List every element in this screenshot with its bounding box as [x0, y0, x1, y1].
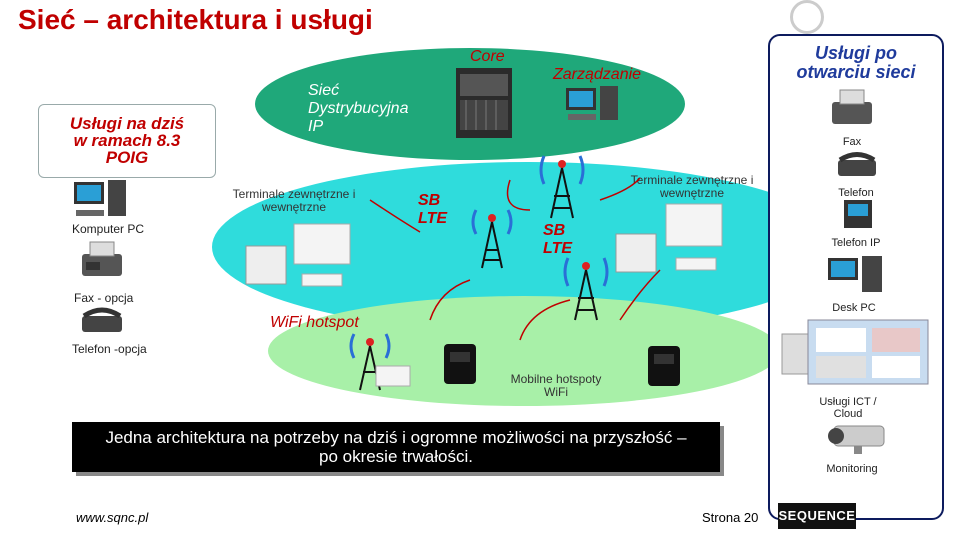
current-services-line3: POIG	[105, 148, 149, 167]
management-label: Zarządzanie	[553, 66, 642, 83]
wifi-hotspot-label: WiFi hotspot	[270, 314, 359, 331]
distribution-label: Sieć Dystrybucyjna IP	[308, 82, 409, 135]
footer-url[interactable]: www.sqnc.pl	[76, 510, 149, 525]
desk-pc-service-label: Desk PC	[832, 302, 876, 314]
fax-icon	[82, 241, 122, 276]
summary-banner-line1: Jedna architektura na potrzeby na dziś i…	[105, 428, 687, 447]
page-number: Strona 20	[702, 510, 759, 525]
phone-icon	[82, 307, 122, 332]
phone-label: Telefon -opcja	[72, 342, 147, 356]
company-logo: SEQUENCE	[778, 503, 856, 529]
terminals-right-label: Terminale zewnętrzne i wewnętrzne	[630, 173, 754, 200]
camera-icon	[828, 425, 885, 454]
sb-lte-label-2: SB LTE	[543, 222, 573, 257]
summary-banner: Jedna architektura na potrzeby na dziś i…	[72, 422, 720, 472]
wifi-router-icon	[375, 365, 411, 387]
mobile-hotspot-icon-1	[444, 344, 476, 384]
ict-cloud-label: Usługi ICT / Cloud	[819, 396, 877, 420]
page-title: Sieć – architektura i usługi	[18, 4, 373, 35]
mobile-hotspots-label: Mobilne hotspoty WiFi	[510, 372, 602, 399]
management-pc-icon	[566, 86, 618, 120]
lte-tower-icon-3	[563, 257, 609, 321]
fax-service-label: Fax	[842, 136, 862, 148]
lte-tower-icon-1	[471, 209, 513, 269]
summary-banner-line2: po okresie trwałości.	[318, 447, 473, 466]
core-label: Core	[470, 48, 505, 65]
monitoring-label: Monitoring	[826, 463, 878, 475]
terminal-devices-right-icon	[615, 203, 723, 273]
computer-pc-icon	[74, 180, 126, 216]
terminal-devices-left-icon	[245, 223, 351, 287]
ip-phone-service-label: Telefon IP	[831, 237, 881, 249]
lte-tower-icon-2	[539, 155, 585, 219]
desk-pc-icon	[828, 256, 882, 292]
future-services-title: Usługi po otwarciu sieci	[796, 43, 916, 82]
mobile-hotspot-icon-2	[648, 346, 680, 386]
core-router-icon	[456, 68, 512, 138]
ip-phone-icon	[844, 200, 872, 228]
wifi-network-ellipse	[268, 296, 780, 406]
phone-service-label: Telefon	[838, 187, 874, 199]
current-services-line1: Usługi na dziś	[69, 114, 185, 133]
terminals-left-label: Terminale zewnętrzne i wewnętrzne	[232, 187, 356, 214]
fax-label: Fax - opcja	[74, 291, 134, 305]
phone-icon-right	[838, 152, 876, 176]
current-services-line2: w ramach 8.3	[73, 131, 181, 150]
sb-lte-label-1: SB LTE	[418, 192, 448, 227]
fax-icon-right	[832, 89, 872, 124]
computer-pc-label: Komputer PC	[72, 222, 145, 236]
logo-mark-icon	[790, 0, 824, 34]
connection-arrows	[369, 177, 661, 341]
ict-cloud-screens-icon	[781, 319, 929, 385]
current-services-box: Usługi na dziś w ramach 8.3 POIG	[38, 104, 216, 178]
